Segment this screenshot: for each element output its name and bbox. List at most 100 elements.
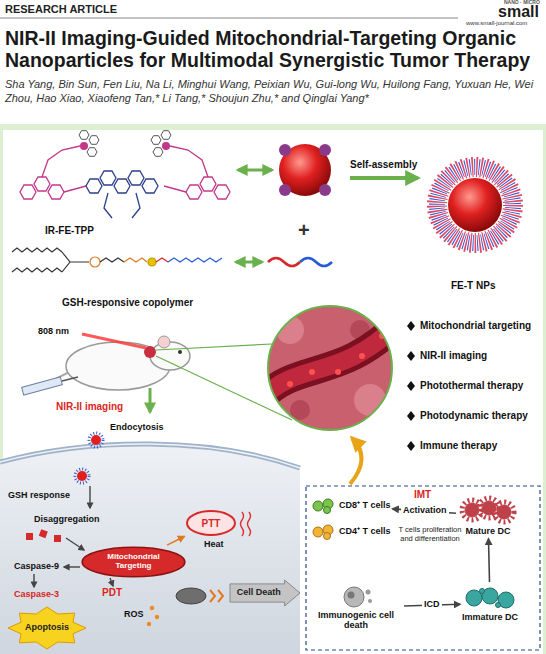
drawing-part bbox=[79, 131, 89, 140]
effect-label: Heat bbox=[204, 539, 224, 549]
cell-membrane bbox=[0, 444, 300, 468]
cell-group: Immature DC bbox=[462, 584, 518, 623]
drawing-part bbox=[124, 258, 147, 262]
drawing-part bbox=[407, 441, 415, 451]
drawing-part bbox=[128, 171, 144, 185]
drawing-part bbox=[90, 257, 100, 267]
node-text: CD4⁺ T cells bbox=[339, 527, 391, 537]
node-text: Mitochondrial Targeting bbox=[98, 553, 170, 571]
drawing-part bbox=[279, 184, 291, 196]
drawing-part bbox=[156, 258, 168, 262]
dye-core bbox=[279, 144, 331, 196]
drawing-part bbox=[77, 471, 87, 481]
drawing-part bbox=[354, 384, 386, 416]
drawing-part bbox=[75, 469, 89, 483]
process-note: T cells proliferation and differentiatio… bbox=[398, 526, 462, 543]
drawing-part bbox=[324, 507, 331, 514]
drawing-part bbox=[155, 615, 159, 619]
process-arrow bbox=[33, 574, 34, 587]
chevrons bbox=[210, 590, 223, 602]
t-cell-icon bbox=[312, 524, 336, 540]
polymer-chain bbox=[268, 258, 300, 266]
node-text: CD8⁺ T cells bbox=[339, 501, 391, 511]
drawing-part bbox=[48, 185, 64, 199]
drawing-part bbox=[287, 381, 293, 387]
therapy-label: IMT bbox=[414, 489, 431, 501]
edge-label: Activation bbox=[401, 506, 449, 516]
compound-name: IR-FE-TPP bbox=[45, 225, 94, 237]
mitochondrion: PTT bbox=[186, 510, 236, 536]
drawing-part bbox=[368, 599, 372, 603]
drawing-part bbox=[437, 167, 513, 243]
drawing-part bbox=[39, 529, 48, 538]
drawing-part bbox=[496, 603, 501, 608]
outline bbox=[187, 511, 235, 535]
drawing-part bbox=[62, 377, 78, 381]
drawing-part bbox=[54, 535, 61, 542]
drawing-part bbox=[482, 501, 496, 515]
outline bbox=[82, 547, 185, 576]
feature-item: Photothermal therapy bbox=[420, 380, 523, 392]
enzyme-label: Caspase-9 bbox=[14, 561, 59, 571]
drawing-part bbox=[26, 533, 33, 540]
drawing-part bbox=[158, 336, 170, 348]
drawing-part bbox=[319, 144, 331, 156]
drawing-part bbox=[104, 193, 112, 218]
drawing-part bbox=[313, 527, 323, 537]
drawing-part bbox=[279, 144, 331, 196]
drawing-part bbox=[494, 502, 514, 522]
drawing-part bbox=[62, 252, 89, 272]
drawing-part bbox=[22, 377, 63, 395]
immature-dc-icon bbox=[462, 584, 518, 612]
drawing-part bbox=[153, 148, 163, 157]
therapy-label: PDT bbox=[102, 587, 122, 599]
small-nanoparticle bbox=[75, 433, 103, 483]
step-label: Disaggregation bbox=[34, 514, 100, 524]
drawing-part bbox=[344, 587, 364, 607]
drawing-part bbox=[168, 258, 222, 262]
drawing-part bbox=[114, 179, 130, 193]
drawing-part bbox=[87, 148, 97, 157]
journal-url: www.small-journal.com bbox=[466, 20, 527, 27]
apoptosis-burst: Apoptosis bbox=[8, 607, 86, 649]
header-rule bbox=[0, 18, 458, 19]
node-text: Apoptosis bbox=[25, 623, 69, 633]
drawing-part bbox=[241, 512, 244, 536]
laser-label: 808 nm bbox=[38, 326, 69, 336]
equilibrium-arrow bbox=[236, 261, 262, 264]
t-cell-group: CD8⁺ T cells bbox=[312, 498, 391, 514]
drawing-part bbox=[91, 435, 101, 445]
mature-dc-icon bbox=[458, 494, 518, 526]
drawing-part bbox=[407, 411, 415, 421]
bullet-diamonds bbox=[407, 321, 415, 451]
feature-item: Mitochondrial targeting bbox=[420, 320, 531, 332]
drawing-part bbox=[448, 178, 502, 232]
drawing-part bbox=[335, 369, 341, 375]
drawing-part bbox=[262, 322, 400, 398]
feature-item: NIR-II imaging bbox=[420, 350, 487, 362]
drawing-part bbox=[462, 498, 514, 522]
drawing-part bbox=[42, 146, 80, 177]
compound-name: GSH-responsive copolymer bbox=[62, 297, 193, 309]
drawing-part bbox=[161, 131, 171, 140]
feedback-arrow bbox=[350, 438, 362, 484]
damaged-mitochondrion bbox=[176, 588, 206, 604]
ros-dots bbox=[147, 606, 159, 626]
edge-label: ICD bbox=[422, 600, 442, 610]
drawing-part bbox=[480, 589, 485, 594]
connector bbox=[167, 537, 184, 546]
section-tag: RESEARCH ARTICLE bbox=[5, 3, 117, 16]
cell-group: Immunogenic cell death bbox=[310, 584, 402, 631]
process-arrow bbox=[66, 538, 84, 550]
article-title: NIR-II Imaging-Guided Mitochondrial-Targ… bbox=[5, 27, 543, 72]
mitochondrion: Mitochondrial Targeting bbox=[80, 546, 187, 578]
drawing-part bbox=[100, 171, 116, 185]
drawing-part bbox=[313, 501, 323, 511]
drawing-part bbox=[148, 258, 156, 266]
ir-fe-tpp-structure bbox=[20, 146, 230, 199]
nanoparticle bbox=[437, 167, 513, 243]
assembly-arrow bbox=[350, 176, 418, 180]
drawing-part bbox=[466, 588, 514, 608]
t-cell-icon bbox=[312, 498, 336, 514]
drawing-part bbox=[80, 142, 88, 150]
